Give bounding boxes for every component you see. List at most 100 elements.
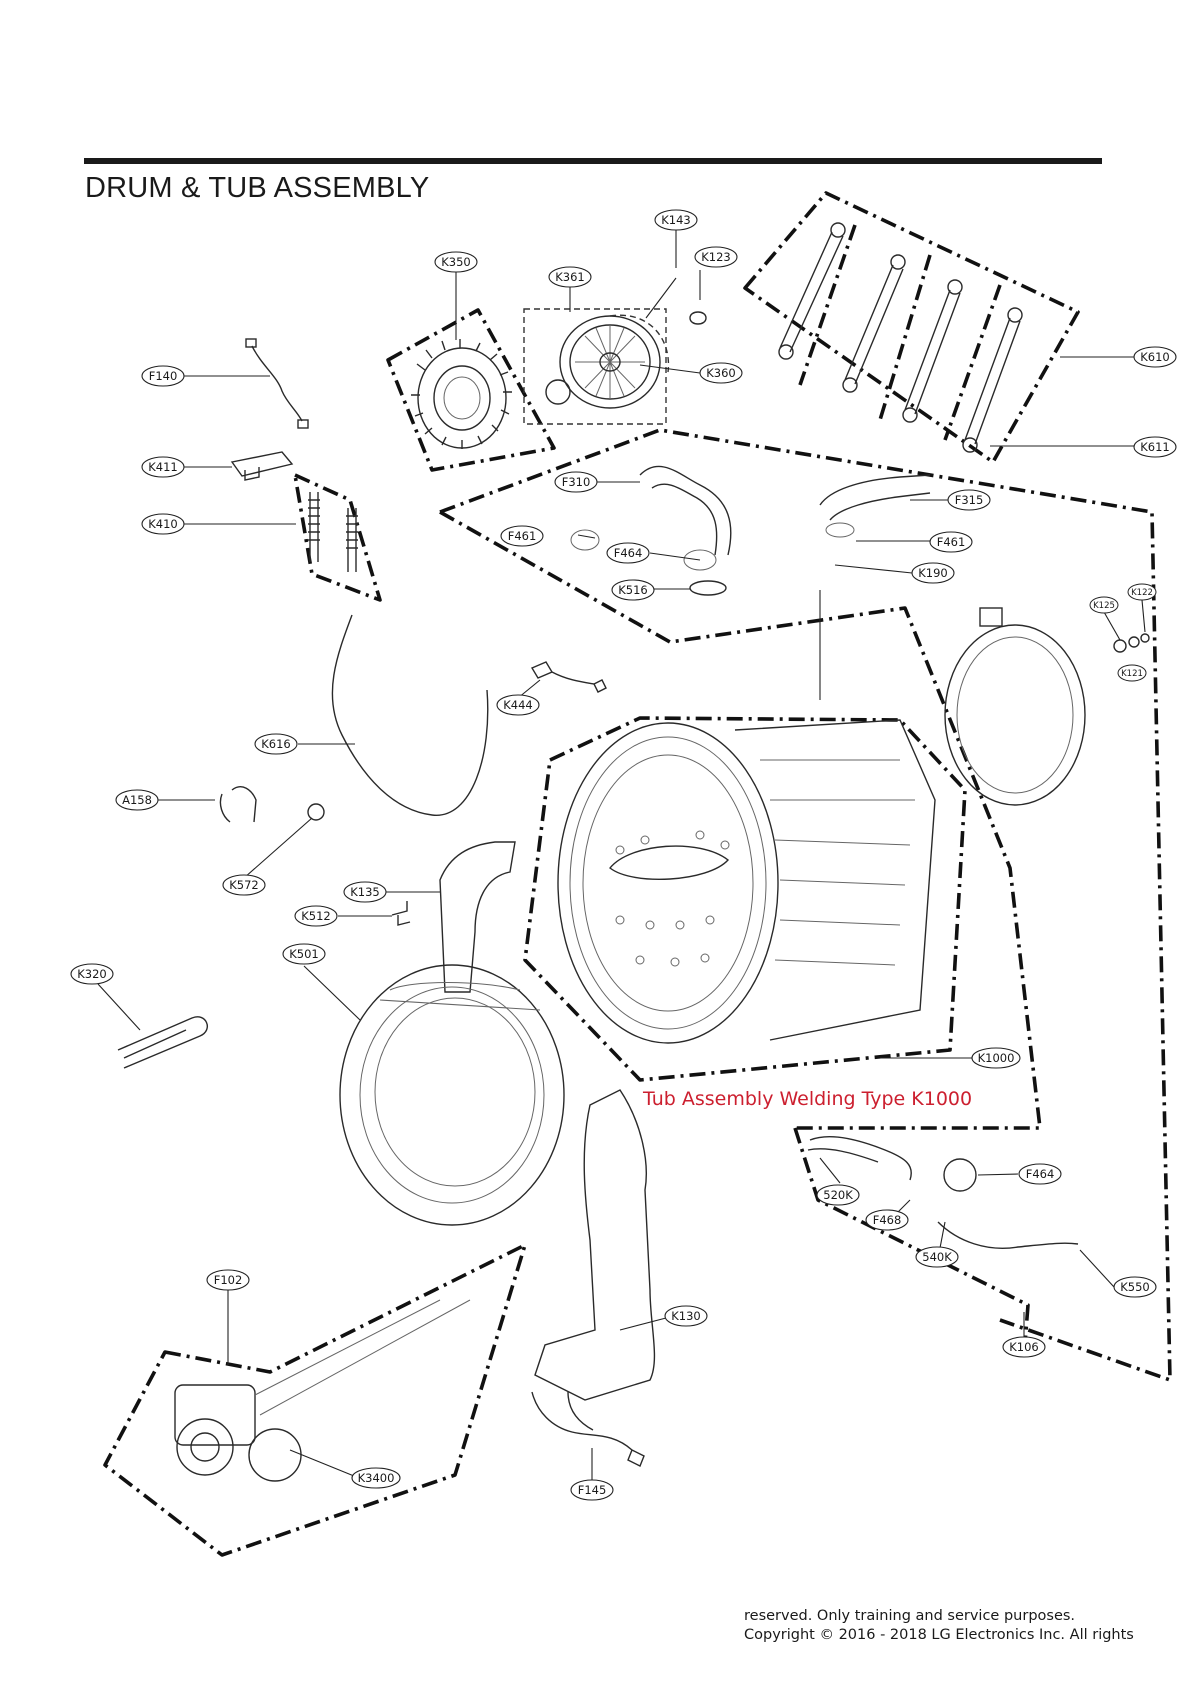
svg-text:F140: F140 (149, 369, 178, 383)
svg-text:520K: 520K (823, 1188, 853, 1202)
hose-f315 (819, 474, 931, 521)
clamp-f461 (570, 529, 600, 551)
group-outline-tub-left (439, 510, 1042, 1130)
rotor-part (545, 277, 707, 409)
svg-text:F310: F310 (562, 475, 591, 489)
callout-k143: K143 (654, 209, 698, 231)
svg-text:K616: K616 (261, 737, 291, 751)
group-outline-k610 (743, 191, 1080, 464)
svg-text:K550: K550 (1120, 1280, 1150, 1294)
callout-f468: F468 (865, 1209, 909, 1231)
heater-k320 (117, 1016, 209, 1069)
svg-text:F461: F461 (508, 529, 537, 543)
group-outline-k610-inner1 (798, 224, 857, 386)
group-outline-k1000 (523, 716, 967, 1082)
svg-text:K135: K135 (350, 885, 380, 899)
callout-k410: K410 (141, 513, 185, 535)
svg-text:F468: F468 (873, 1213, 902, 1227)
hose-k520 (807, 1136, 912, 1181)
group-outline-k350 (386, 308, 556, 472)
callout-k123: K123 (694, 246, 738, 268)
svg-text:K411: K411 (148, 460, 178, 474)
stator-part (411, 339, 512, 449)
copyright-footer: reserved. Only training and service purp… (744, 1607, 1134, 1645)
svg-text:540K: 540K (922, 1250, 952, 1264)
group-outline-k106 (793, 1127, 1030, 1358)
callout-k320: K320 (70, 963, 114, 985)
svg-text:K1000: K1000 (978, 1051, 1015, 1065)
callout-f145: F145 (570, 1479, 614, 1501)
callout-f102: F102 (206, 1269, 250, 1291)
svg-text:K106: K106 (1009, 1340, 1039, 1354)
callout-k1000: K1000 (971, 1047, 1021, 1069)
svg-text:K125: K125 (1093, 601, 1115, 611)
callout-k512: K512 (294, 905, 338, 927)
group-outline-k610-inner3 (943, 284, 1002, 441)
svg-text:K501: K501 (289, 947, 319, 961)
callout-f310: F310 (554, 471, 598, 493)
wire-k616 (331, 614, 489, 816)
callout-k3400: K3400 (351, 1467, 401, 1489)
group-outline-tub (439, 428, 1172, 1382)
sensor-k444 (530, 661, 607, 693)
svg-text:F464: F464 (614, 546, 643, 560)
svg-text:K512: K512 (301, 909, 331, 923)
connector-f140-b (297, 419, 309, 429)
callout-k135: K135 (343, 881, 387, 903)
svg-text:K611: K611 (1140, 440, 1170, 454)
group-outline-k410 (293, 473, 382, 602)
callout-f464-top: F464 (606, 542, 650, 564)
svg-text:K516: K516 (618, 583, 648, 597)
title-rule (84, 158, 1102, 164)
callout-f140: F140 (141, 365, 185, 387)
pump-part (174, 1299, 471, 1482)
footer-line-1: reserved. Only training and service purp… (744, 1608, 1076, 1624)
svg-text:K444: K444 (503, 698, 533, 712)
valve-k516 (689, 580, 727, 596)
svg-text:K130: K130 (671, 1309, 701, 1323)
svg-text:K121: K121 (1121, 669, 1143, 679)
welding-type-note: Tub Assembly Welding Type K1000 (642, 1088, 972, 1110)
callout-k122: K122 (1127, 583, 1157, 601)
svg-text:K360: K360 (706, 366, 736, 380)
callout-k130: K130 (664, 1305, 708, 1327)
callout-f461-left: F461 (500, 525, 544, 547)
callout-k501: K501 (282, 943, 326, 965)
front-tub-part (339, 964, 565, 1226)
leader-lines (97, 230, 1146, 1480)
callout-k121: K121 (1117, 664, 1147, 682)
svg-text:K3400: K3400 (358, 1471, 395, 1485)
svg-text:K572: K572 (229, 878, 259, 892)
svg-text:K143: K143 (661, 213, 691, 227)
callout-k360: K360 (699, 362, 743, 384)
wire-harness-f140 (251, 345, 303, 422)
seal-f464 (683, 549, 717, 571)
connector-k512 (391, 901, 411, 926)
callout-k350: K350 (434, 251, 478, 273)
callout-k520: 520K (816, 1184, 860, 1206)
callout-k572: K572 (222, 874, 266, 896)
wire-k550 (937, 1221, 1079, 1249)
svg-text:F461: F461 (937, 535, 966, 549)
callout-k444: K444 (496, 694, 540, 716)
svg-text:K610: K610 (1140, 350, 1170, 364)
svg-text:K361: K361 (555, 270, 585, 284)
callout-k106: K106 (1002, 1336, 1046, 1358)
connector-f140-a (245, 338, 257, 348)
shock-absorbers-part (778, 222, 1023, 453)
svg-text:K350: K350 (441, 255, 471, 269)
support-k130 (534, 1089, 656, 1401)
group-outline-k610-inner2 (878, 254, 932, 421)
svg-text:F102: F102 (214, 1273, 243, 1287)
callout-f464-bottom: F464 (1018, 1163, 1062, 1185)
footer-line-2: Copyright © 2016 - 2018 LG Electronics I… (744, 1627, 1134, 1643)
callout-k516: K516 (611, 579, 655, 601)
callout-a158: A158 (115, 789, 159, 811)
springs-k410 (308, 492, 358, 572)
callout-k540: 540K (915, 1246, 959, 1268)
knob-k572 (307, 803, 325, 821)
clamp-f461-b (825, 522, 855, 538)
group-outline-k3400 (103, 1243, 527, 1557)
callout-f315: F315 (947, 489, 991, 511)
